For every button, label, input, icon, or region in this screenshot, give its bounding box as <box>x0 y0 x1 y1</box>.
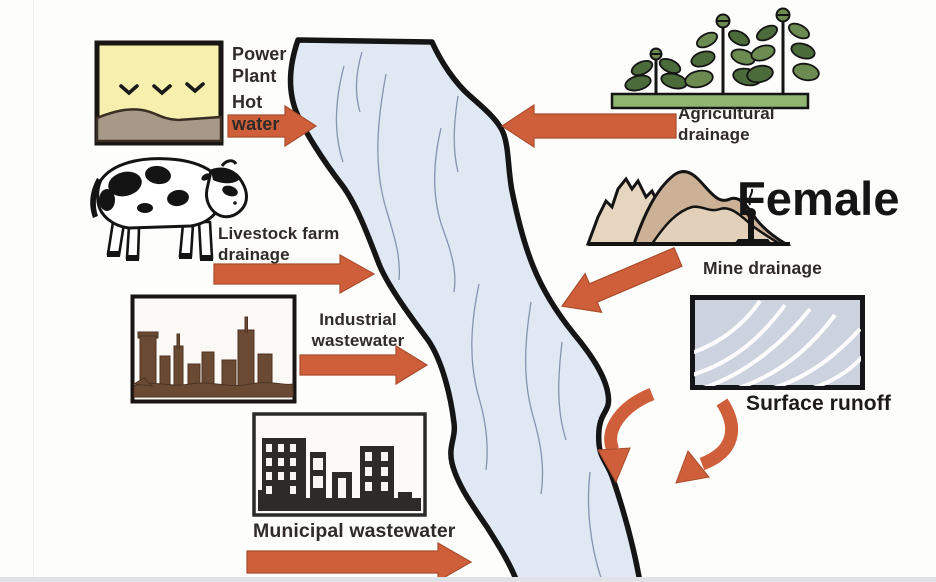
municipal-icon <box>252 412 427 517</box>
cow-ear <box>201 173 211 181</box>
crops-icon <box>610 7 820 110</box>
cow-tail <box>90 178 102 218</box>
factory-skyline <box>132 316 294 398</box>
cow-spots <box>99 165 189 213</box>
power-plant-arrow <box>227 104 318 148</box>
cow-head-patch <box>211 168 240 184</box>
mine-arrow <box>560 247 683 314</box>
runoff-arrow-right <box>675 398 739 484</box>
cow-hooves <box>107 251 213 261</box>
industrial-label: Industrial wastewater <box>311 310 405 350</box>
mountain-icon <box>585 170 792 246</box>
cow-eye-patch <box>222 185 238 197</box>
building-windows <box>266 444 388 498</box>
municipal-arrow <box>246 541 473 582</box>
runoff-arrow-left <box>597 387 655 484</box>
mine-label: Mine drainage <box>703 258 822 278</box>
plant-buds <box>649 7 791 61</box>
birds-icon <box>119 82 205 96</box>
page-edge-line <box>33 0 34 582</box>
ground-shape <box>95 108 223 143</box>
industrial-arrow <box>299 344 429 386</box>
plant-stems <box>654 18 785 94</box>
livestock-arrow <box>213 253 376 295</box>
agricultural-label: Agricultural drainage <box>678 104 775 144</box>
photo-edge-strip <box>0 577 936 582</box>
municipal-label: Municipal wastewater <box>253 520 456 542</box>
surface-runoff-label: Surface runoff <box>746 392 891 415</box>
plant-leaves <box>624 22 820 92</box>
livestock-label: Livestock farm drainage <box>218 224 340 264</box>
river-stream-lines <box>335 51 602 579</box>
agricultural-arrow <box>500 103 677 149</box>
hot-water-label: Hot water <box>232 92 280 134</box>
runoff-icon <box>690 295 865 390</box>
cow-horn <box>220 159 238 167</box>
cow-nostril <box>233 201 237 205</box>
cow-icon <box>90 157 248 261</box>
power-plant-icon <box>94 40 224 146</box>
field-strip <box>610 92 810 110</box>
female-watermark-label: Female <box>737 172 900 225</box>
river-shape <box>287 37 643 582</box>
industrial-icon <box>130 294 297 404</box>
power-plant-label: Power Plant <box>232 44 287 86</box>
runoff-waves <box>694 299 861 386</box>
